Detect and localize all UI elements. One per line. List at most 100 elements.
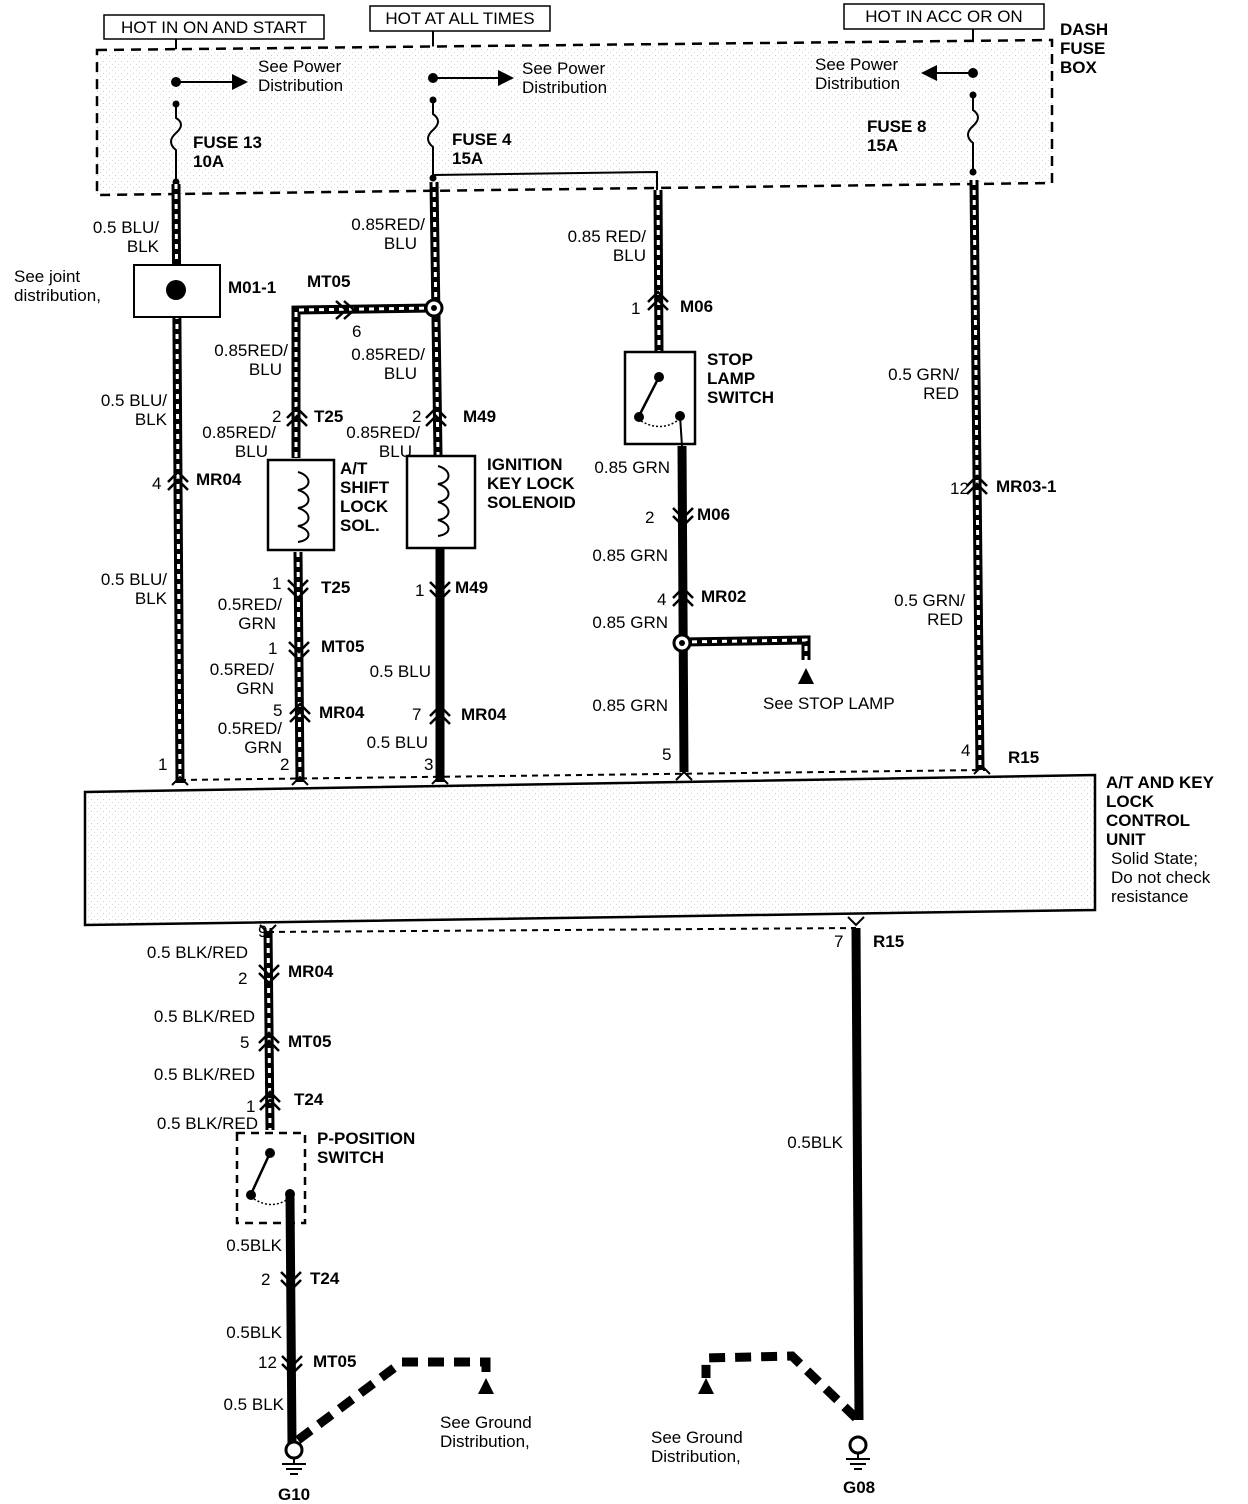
ground-g10: G10 (278, 1440, 310, 1504)
svg-text:2: 2 (280, 755, 289, 774)
conn-pin-mt05-top: 6 (352, 322, 361, 341)
header-hot-acc-on: HOT IN ACC OR ON (843, 3, 1045, 30)
svg-text:See joint: See joint (14, 267, 80, 286)
label-grn-red-1b: RED (923, 384, 959, 403)
label-blu-2: 0.5 BLU (367, 733, 428, 752)
svg-text:15A: 15A (867, 136, 898, 155)
label-blu-blk-2: 0.5 BLU/ (101, 391, 167, 410)
svg-text:See Ground: See Ground (651, 1428, 743, 1447)
label-red-blu-f: 0.85 RED/ (568, 227, 647, 246)
svg-text:R15: R15 (1008, 748, 1039, 767)
svg-text:Distribution: Distribution (522, 78, 607, 97)
svg-text:See Power: See Power (522, 59, 605, 78)
conn-pin-mr03: 12 (950, 479, 969, 498)
conn-pin-mr04-d: 2 (238, 969, 247, 988)
splice-red-blu-center (431, 305, 437, 311)
svg-text:SOL.: SOL. (340, 516, 380, 535)
conn-label-m06-a: M06 (680, 297, 713, 316)
conn-t25-a (286, 406, 308, 427)
label-red-blu-a: 0.85RED/ (351, 215, 425, 234)
svg-text:See Power: See Power (258, 57, 341, 76)
svg-text:HOT AT ALL TIMES: HOT AT ALL TIMES (385, 9, 534, 28)
conn-pin-m49-a: 2 (412, 407, 421, 426)
conn-mr04-d (258, 964, 280, 985)
label-red-blu-e: 0.85RED/ (346, 423, 420, 442)
fuse-4: FUSE 4 15A (427, 73, 512, 182)
label-blk-4: 0.5BLK (787, 1133, 843, 1152)
svg-text:HOT IN ON AND START: HOT IN ON AND START (121, 18, 307, 37)
fuse-13: FUSE 13 10A (170, 77, 262, 186)
mt05-top-connector-icon (335, 300, 356, 320)
see-power-13: See Power Distribution (176, 57, 343, 95)
svg-text:9: 9 (258, 922, 267, 941)
label-grn-4: 0.85 GRN (592, 696, 668, 715)
conn-m06-a (647, 290, 669, 311)
conn-mr04-b (289, 702, 311, 723)
svg-text:See STOP LAMP: See STOP LAMP (763, 694, 895, 713)
svg-text:STOP: STOP (707, 350, 753, 369)
label-red-grn-a: 0.5RED/ (218, 595, 283, 614)
svg-text:3: 3 (424, 755, 433, 774)
conn-label-mt05-b: MT05 (321, 637, 364, 656)
wire-red-blu-stop (432, 170, 664, 353)
conn-pin-mt05-d: 12 (258, 1353, 277, 1372)
control-unit: A/T AND KEY LOCK CONTROL UNIT Solid Stat… (83, 741, 1215, 951)
ignition-key-lock-solenoid: IGNITION KEY LOCK SOLENOID (405, 454, 576, 550)
conn-label-mr04-a: MR04 (196, 470, 242, 489)
svg-text:A/T: A/T (340, 459, 368, 478)
conn-label-mr04-d: MR04 (288, 962, 334, 981)
svg-text:BOX: BOX (1060, 58, 1098, 77)
label-blu-blk-3: 0.5 BLU/ (101, 570, 167, 589)
conn-pin-mt05-c: 5 (240, 1033, 249, 1052)
conn-pin-mr02: 4 (657, 590, 666, 609)
conn-t25-b (287, 579, 309, 600)
p-position-switch: P-POSITION SWITCH (235, 1129, 415, 1225)
svg-text:Distribution,: Distribution, (440, 1432, 530, 1451)
svg-text:FUSE 8: FUSE 8 (867, 117, 927, 136)
label-red-blu-eb: BLU (379, 442, 412, 461)
svg-text:5: 5 (662, 745, 671, 764)
conn-t24-a (259, 1090, 281, 1111)
conn-pin-m06-a: 1 (631, 299, 640, 318)
svg-text:7: 7 (834, 932, 843, 951)
conn-label-t24-b: T24 (310, 1269, 340, 1288)
svg-text:Distribution: Distribution (258, 76, 343, 95)
svg-text:KEY LOCK: KEY LOCK (487, 474, 575, 493)
label-red-blu-c: 0.85RED/ (351, 345, 425, 364)
conn-pin-t24-b: 2 (261, 1270, 270, 1289)
dash-fuse-box: DASH FUSE BOX (95, 20, 1108, 197)
label-red-grn-bb: GRN (236, 679, 274, 698)
wire-blk-left (285, 1195, 297, 1446)
label-blk-red-3: 0.5 BLK/RED (154, 1065, 255, 1084)
label-red-blu-fb: BLU (613, 246, 646, 265)
svg-text:SWITCH: SWITCH (317, 1148, 384, 1167)
svg-text:A/T AND KEY: A/T AND KEY (1106, 773, 1215, 792)
label-blk-red-1: 0.5 BLK/RED (147, 943, 248, 962)
conn-pin-m49-b: 1 (415, 581, 424, 600)
label-red-grn-b: 0.5RED/ (210, 660, 275, 679)
ground-lead-g08 (701, 1351, 860, 1422)
svg-text:G10: G10 (278, 1485, 310, 1504)
conn-m49-a (425, 406, 447, 427)
svg-text:LOCK: LOCK (1106, 792, 1155, 811)
ground-g08: G08 (843, 1435, 875, 1497)
svg-text:15A: 15A (452, 149, 483, 168)
conn-label-t24-a: T24 (294, 1090, 324, 1109)
connector-labels: MT05 6 T25 2 M49 2 M06 1 MR04 4 M06 2 MR… (152, 272, 1056, 1372)
see-power-4: See Power Distribution (433, 59, 607, 97)
conn-label-mr04-c: MR04 (461, 705, 507, 724)
conn-m49-b (429, 581, 451, 602)
conn-pin-mr04-a: 4 (152, 474, 161, 493)
fuse-8: FUSE 8 15A (867, 68, 979, 176)
stop-lamp-switch: STOP LAMP SWITCH (623, 350, 774, 447)
conn-m06-b (672, 507, 694, 528)
conn-pin-m06-b: 2 (645, 508, 654, 527)
label-red-blu-b: 0.85RED/ (214, 341, 288, 360)
svg-text:FUSE 13: FUSE 13 (193, 133, 262, 152)
svg-text:IGNITION: IGNITION (487, 455, 563, 474)
svg-text:See Ground: See Ground (440, 1413, 532, 1432)
conn-mt05-c (258, 1031, 280, 1052)
svg-text:See Power: See Power (815, 55, 898, 74)
conn-label-t25-a: T25 (314, 407, 343, 426)
